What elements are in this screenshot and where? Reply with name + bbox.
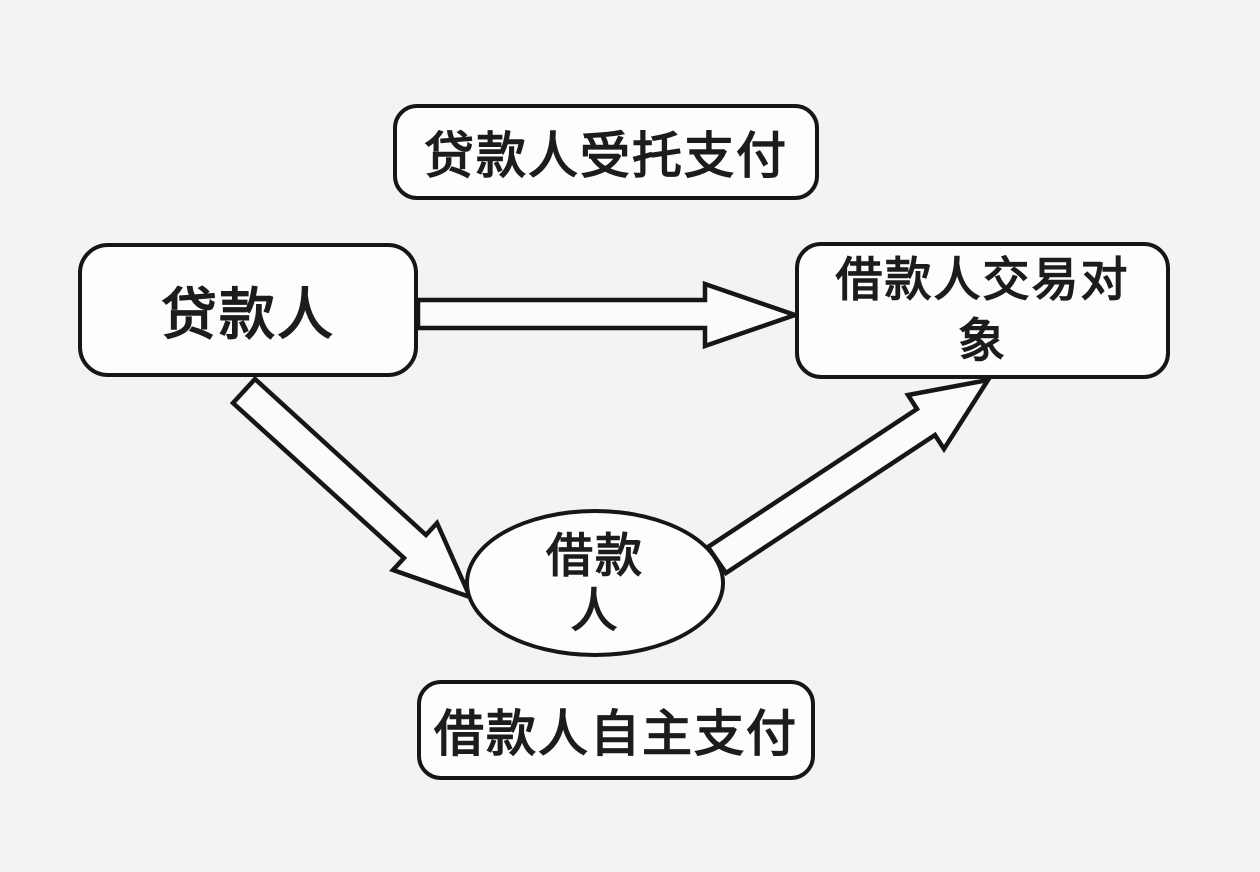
node-entrusted-payment: 贷款人受托支付: [393, 104, 819, 200]
node-counterparty: 借款人交易对 象: [795, 242, 1170, 379]
arrow-lender-to-counterparty-icon: [415, 280, 802, 350]
node-self-payment: 借款人自主支付: [417, 680, 815, 780]
counterparty-label: 借款人交易对 象: [836, 250, 1130, 370]
borrower-label: 借款 人: [546, 528, 644, 639]
self-payment-label: 借款人自主支付: [434, 706, 798, 762]
counterparty-label-line2: 象: [958, 313, 1007, 367]
borrower-label-line1: 借款: [546, 528, 644, 582]
borrower-label-line2: 人: [570, 584, 620, 637]
arrow-borrower-to-counterparty-icon: [704, 376, 993, 577]
node-lender: 贷款人: [78, 243, 418, 377]
arrow-lender-to-borrower-icon: [229, 375, 475, 601]
entrusted-payment-label: 贷款人受托支付: [424, 128, 788, 184]
lender-label: 贷款人: [161, 282, 335, 346]
node-borrower: 借款 人: [465, 509, 725, 657]
counterparty-label-line1: 借款人交易对: [835, 253, 1130, 307]
